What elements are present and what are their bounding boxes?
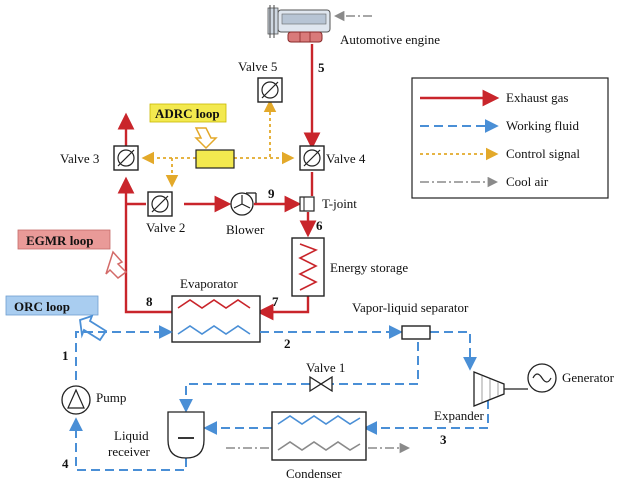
legend-label-control: Control signal bbox=[506, 146, 580, 161]
state-point-7: 7 bbox=[272, 294, 279, 309]
adrc-loop-label: ADRC loop bbox=[155, 106, 220, 121]
energy-storage-label: Energy storage bbox=[330, 260, 408, 275]
valve5-label: Valve 5 bbox=[238, 59, 277, 74]
adrc-loop-tag: ADRC loop bbox=[149, 103, 227, 123]
working-fluid-line-3 bbox=[363, 400, 489, 435]
energy-storage bbox=[291, 237, 325, 297]
liquid-receiver bbox=[167, 411, 205, 459]
state-point-1: 1 bbox=[62, 348, 69, 363]
generator-icon bbox=[527, 363, 557, 393]
state-point-5: 5 bbox=[318, 60, 325, 75]
working-fluid-line-separator-drain bbox=[332, 342, 419, 385]
legend-label-working-fluid: Working fluid bbox=[506, 118, 579, 133]
legend: Exhaust gas Working fluid Control signal… bbox=[411, 77, 609, 199]
valve-4[interactable] bbox=[299, 145, 325, 171]
valve3-label: Valve 3 bbox=[60, 151, 99, 166]
vapor-liquid-separator bbox=[401, 325, 431, 340]
receiver-label-line2: receiver bbox=[108, 444, 151, 459]
adrc-hollow-arrow bbox=[194, 127, 218, 150]
separator-label: Vapor-liquid separator bbox=[352, 300, 469, 315]
egmr-loop-tag: EGMR loop bbox=[17, 229, 111, 250]
valve-5[interactable] bbox=[257, 77, 283, 103]
valve-2[interactable] bbox=[147, 191, 173, 217]
adrc-controller bbox=[195, 149, 235, 169]
working-fluid-line-4 bbox=[69, 417, 187, 471]
generator-label: Generator bbox=[562, 370, 615, 385]
valve2-label: Valve 2 bbox=[146, 220, 185, 235]
working-fluid-line-to-expander bbox=[430, 331, 477, 371]
condenser-label: Condenser bbox=[286, 466, 342, 481]
expander-label: Expander bbox=[434, 408, 484, 423]
engine-icon bbox=[267, 5, 331, 43]
state-point-4: 4 bbox=[62, 456, 69, 471]
expander-icon[interactable] bbox=[473, 371, 505, 407]
evaporator-label: Evaporator bbox=[180, 276, 238, 291]
valve1-label: Valve 1 bbox=[306, 360, 345, 375]
receiver-label-line1: Liquid bbox=[114, 428, 149, 443]
state-point-2: 2 bbox=[284, 336, 291, 351]
working-fluid-line-1 bbox=[75, 325, 173, 380]
pump-label: Pump bbox=[96, 390, 126, 405]
tjoint-label: T-joint bbox=[322, 196, 357, 211]
valve-1[interactable] bbox=[309, 375, 333, 393]
egmr-hollow-arrow bbox=[105, 250, 128, 279]
valve4-label: Valve 4 bbox=[326, 151, 366, 166]
engine-label: Automotive engine bbox=[340, 32, 440, 47]
blower-icon[interactable] bbox=[230, 192, 257, 216]
orc-loop-tag: ORC loop bbox=[5, 295, 99, 316]
legend-label-cool-air: Cool air bbox=[506, 174, 549, 189]
tjoint-icon bbox=[299, 196, 315, 212]
state-point-8: 8 bbox=[146, 294, 153, 309]
valve-3[interactable] bbox=[113, 145, 139, 171]
condenser bbox=[271, 411, 367, 461]
egmr-loop-label: EGMR loop bbox=[26, 233, 94, 248]
exhaust-line-8 bbox=[124, 200, 172, 314]
state-point-9: 9 bbox=[268, 186, 275, 201]
state-point-3: 3 bbox=[440, 432, 447, 447]
blower-label: Blower bbox=[226, 222, 265, 237]
working-fluid-line-to-receiver bbox=[179, 383, 310, 413]
pump-icon[interactable] bbox=[61, 385, 91, 415]
legend-label-exhaust: Exhaust gas bbox=[506, 90, 568, 105]
state-point-6: 6 bbox=[316, 218, 323, 233]
orc-loop-label: ORC loop bbox=[14, 299, 70, 314]
exhaust-line-7 bbox=[256, 296, 310, 321]
evaporator bbox=[171, 295, 261, 343]
orc-hollow-arrow bbox=[79, 314, 108, 342]
